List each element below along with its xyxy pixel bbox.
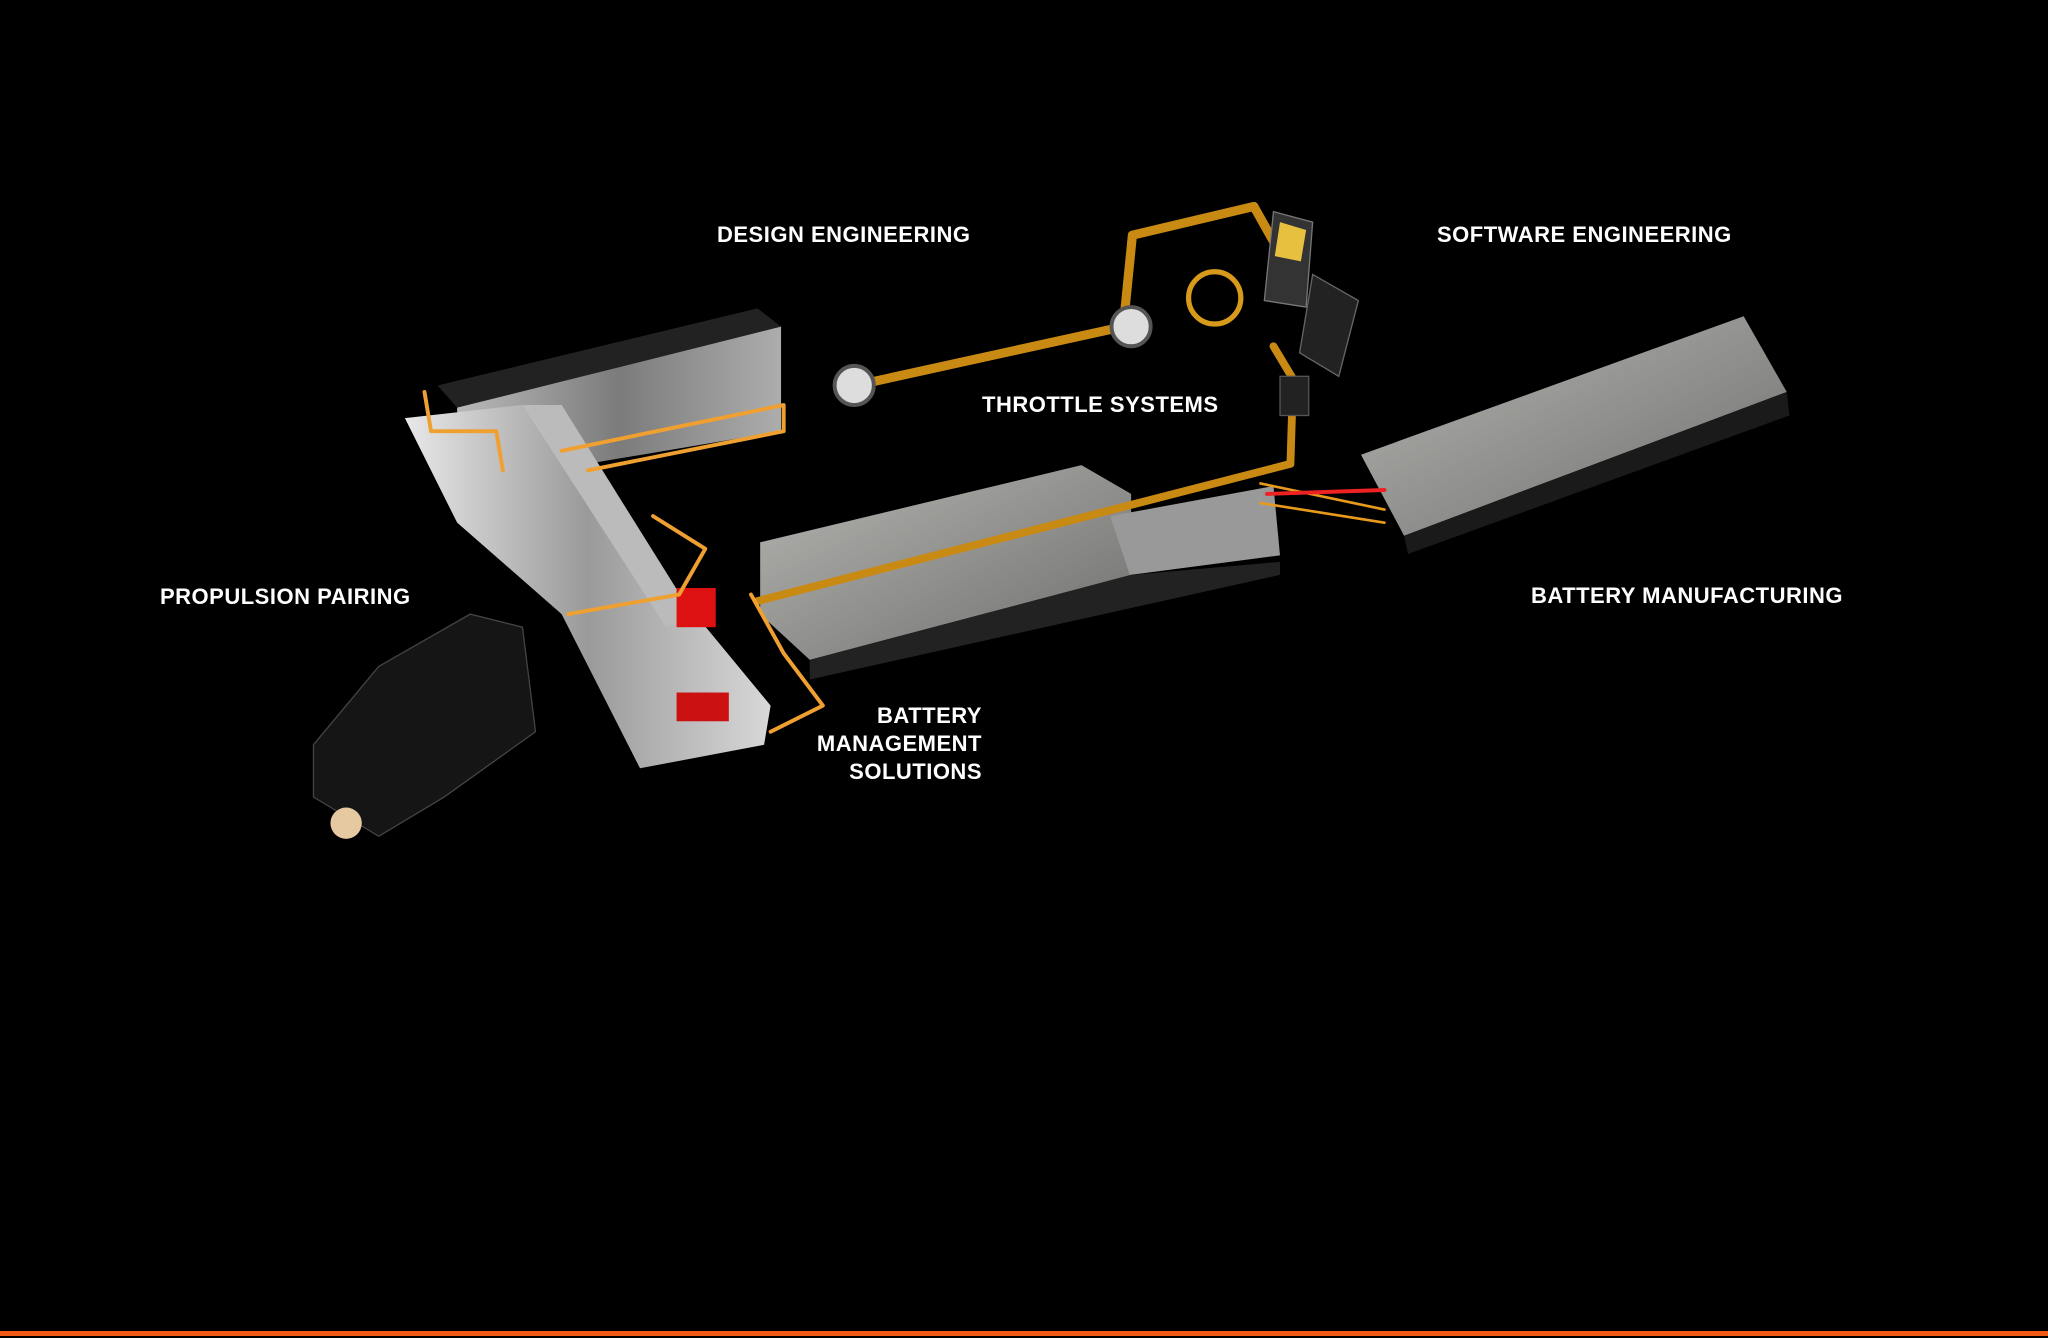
label-propulsion-pairing: PROPULSION PAIRING xyxy=(160,584,411,609)
speaker-right-icon xyxy=(1109,305,1153,349)
right-battery-pack xyxy=(1360,316,1790,555)
helm-display-and-wheel xyxy=(1185,210,1360,417)
label-line: BATTERY xyxy=(877,703,982,728)
label-line: MANAGEMENT xyxy=(816,731,982,756)
label-battery-manufacturing: BATTERY MANUFACTURING xyxy=(1531,583,1843,608)
battery-management-frame xyxy=(404,405,771,769)
label-throttle-systems: THROTTLE SYSTEMS xyxy=(982,392,1219,417)
middle-battery-pack xyxy=(760,465,1280,680)
label-software-engineering: SOFTWARE ENGINEERING xyxy=(1437,222,1732,247)
bottom-accent-bar xyxy=(0,1331,2048,1336)
label-line: SOLUTIONS xyxy=(849,759,982,784)
label-design-engineering: DESIGN ENGINEERING xyxy=(717,222,971,247)
cables xyxy=(422,201,1387,734)
label-battery-management-solutions: BATTERY MANAGEMENT SOLUTIONS xyxy=(817,702,982,786)
speaker-left-icon xyxy=(832,363,876,408)
propulsion-motor xyxy=(312,613,537,839)
